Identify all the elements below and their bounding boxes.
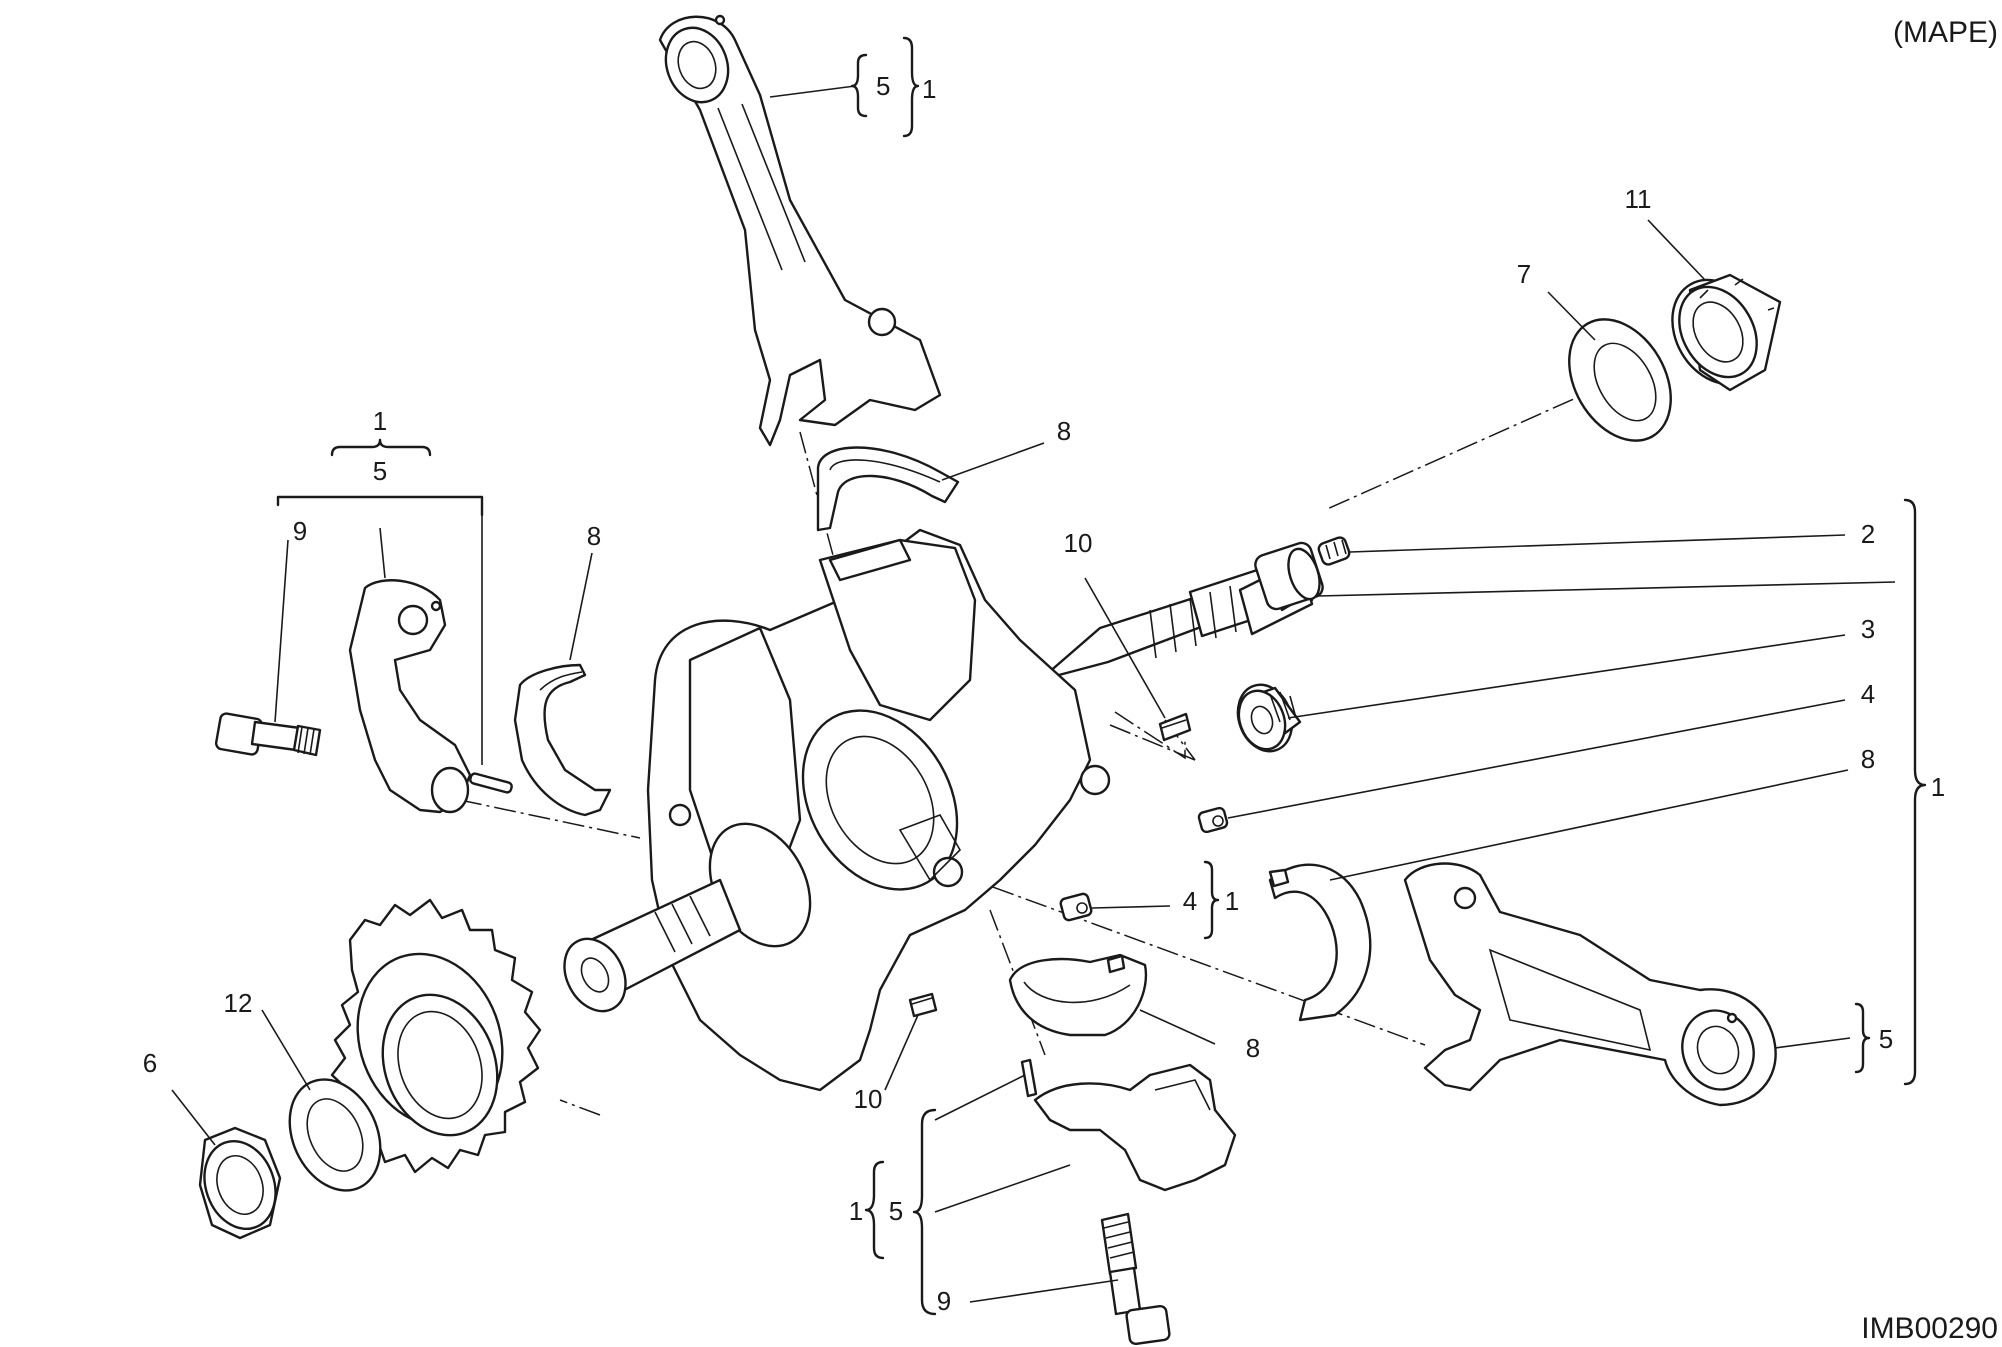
crankshaft (563, 528, 1324, 1092)
callout-shell-bottom-8: 8 (1246, 1033, 1260, 1063)
grub-screw-right (1197, 806, 1229, 834)
key-top (1158, 712, 1192, 742)
braces (276, 36, 1927, 1316)
grub-screw-center (1059, 892, 1093, 922)
bearing-shell-left (513, 663, 612, 817)
callout-shell-left-8: 8 (587, 521, 601, 551)
callout-bolt-left-9: 9 (293, 516, 307, 546)
bearing-shell-top (816, 446, 960, 532)
washer-left (288, 1078, 382, 1192)
rod-bolt-bottom (1100, 1212, 1171, 1346)
ring-nut-right (1671, 273, 1782, 392)
bearing-shell-right (1268, 863, 1372, 1022)
callout-rod-right-5: 5 (1879, 1024, 1893, 1054)
rod-cap-left (348, 579, 472, 814)
rod-cap-bottom (1020, 1058, 1237, 1192)
drawing-code: IMB00290 (1861, 1312, 1998, 1345)
ring-nut-left (198, 1126, 282, 1240)
callout-shell-top-8: 8 (1057, 416, 1071, 446)
callout-rod-top-5: 5 (876, 71, 890, 101)
dowel-pin-left (469, 772, 513, 794)
plug-small-top (1317, 536, 1351, 566)
callout-grub-4: 4 (1861, 679, 1875, 709)
callout-key-top-10: 10 (1064, 528, 1093, 558)
gear (330, 898, 542, 1174)
rod-bolt-left (214, 712, 322, 757)
callout-grub-center-1: 1 (1225, 886, 1239, 916)
callout-gear-12: 12 (224, 988, 253, 1018)
plug-threaded (1236, 683, 1302, 753)
callout-assembly-1: 1 (1931, 772, 1945, 802)
callout-rod-top-1: 1 (922, 74, 936, 104)
callout-nut-11: 11 (1625, 184, 1652, 214)
callout-set-left-1: 1 (373, 406, 387, 436)
variant-label: (MAPE) (1893, 16, 1998, 49)
callout-grub-center-4: 4 (1183, 886, 1197, 916)
callout-bolt-bottom-9: 9 (937, 1286, 951, 1316)
key-bottom (908, 992, 938, 1018)
connecting-rod-top (658, 14, 942, 447)
connecting-rod-right (1403, 862, 1777, 1107)
callout-set-bottom-1: 1 (849, 1196, 863, 1226)
callout-plug-3: 3 (1861, 614, 1875, 644)
bearing-shell-bottom (1008, 953, 1148, 1037)
callout-shell-right-8: 8 (1861, 744, 1875, 774)
callout-nut-6: 6 (143, 1048, 157, 1078)
leader-lines (171, 85, 1896, 1303)
callout-plug-2: 2 (1861, 519, 1875, 549)
callout-key-bottom-10: 10 (854, 1084, 883, 1114)
callout-set-left-5: 5 (373, 456, 387, 486)
callout-washer-7: 7 (1517, 259, 1531, 289)
washer-right (1568, 318, 1672, 442)
callout-set-bottom-5: 5 (889, 1196, 903, 1226)
callout-labels: (MAPE) IMB00290 5 1 1 5 9 8 8 10 7 11 2 … (143, 16, 1998, 1345)
